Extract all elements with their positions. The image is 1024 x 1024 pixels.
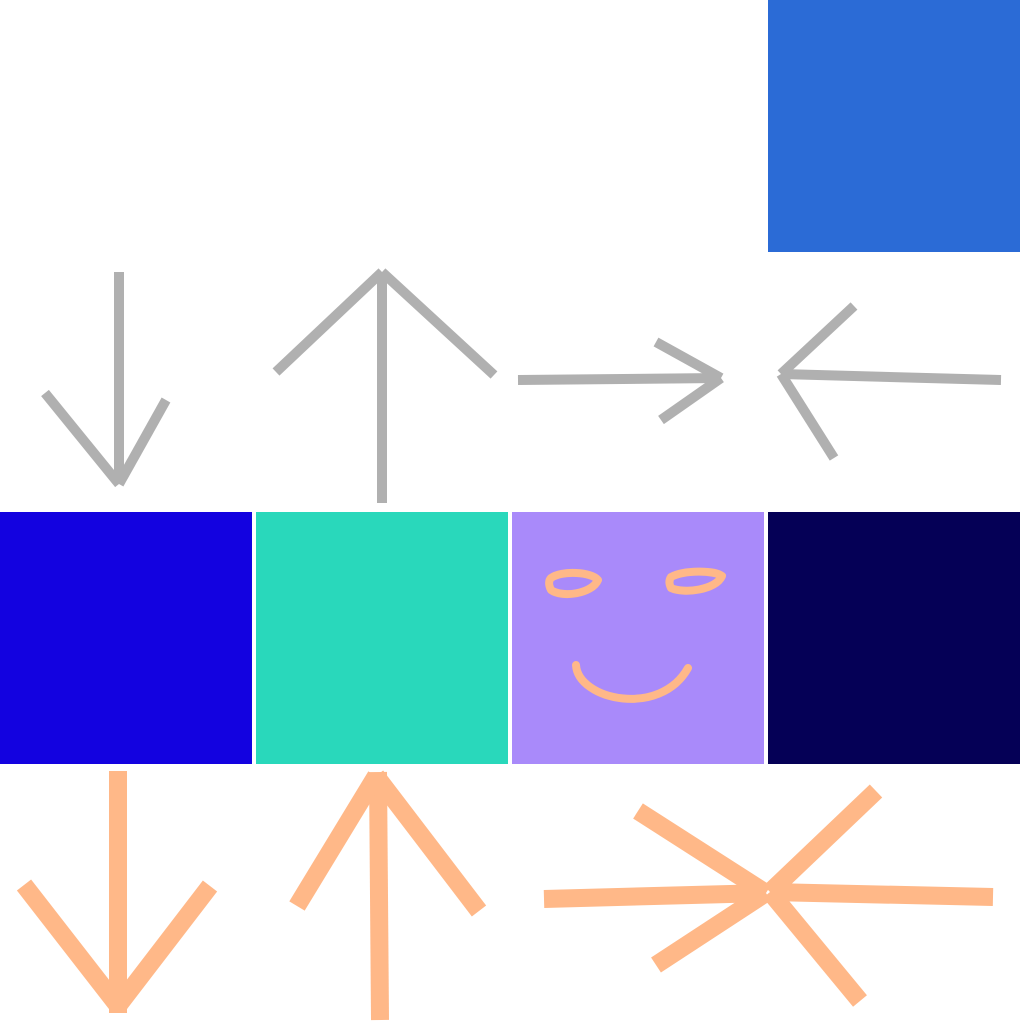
blue-tile[interactable]	[0, 512, 252, 764]
right-arrow-icon[interactable]	[517, 337, 724, 425]
down-arrow-icon[interactable]	[16, 771, 218, 1013]
left-eye-icon	[545, 569, 602, 599]
top-right-blue-tile[interactable]	[768, 0, 1020, 252]
smile-mouth-icon	[572, 661, 692, 703]
left-arrow-icon[interactable]	[763, 784, 994, 1007]
lavender-smiley-tile[interactable]	[512, 512, 764, 764]
navy-tile[interactable]	[768, 512, 1020, 764]
right-arrow-icon[interactable]	[543, 803, 771, 973]
up-arrow-icon[interactable]	[272, 268, 498, 503]
up-arrow-icon[interactable]	[289, 770, 487, 1021]
left-arrow-icon[interactable]	[776, 302, 1002, 461]
down-arrow-icon[interactable]	[41, 272, 171, 488]
right-eye-icon	[665, 567, 726, 595]
teal-tile[interactable]	[256, 512, 508, 764]
